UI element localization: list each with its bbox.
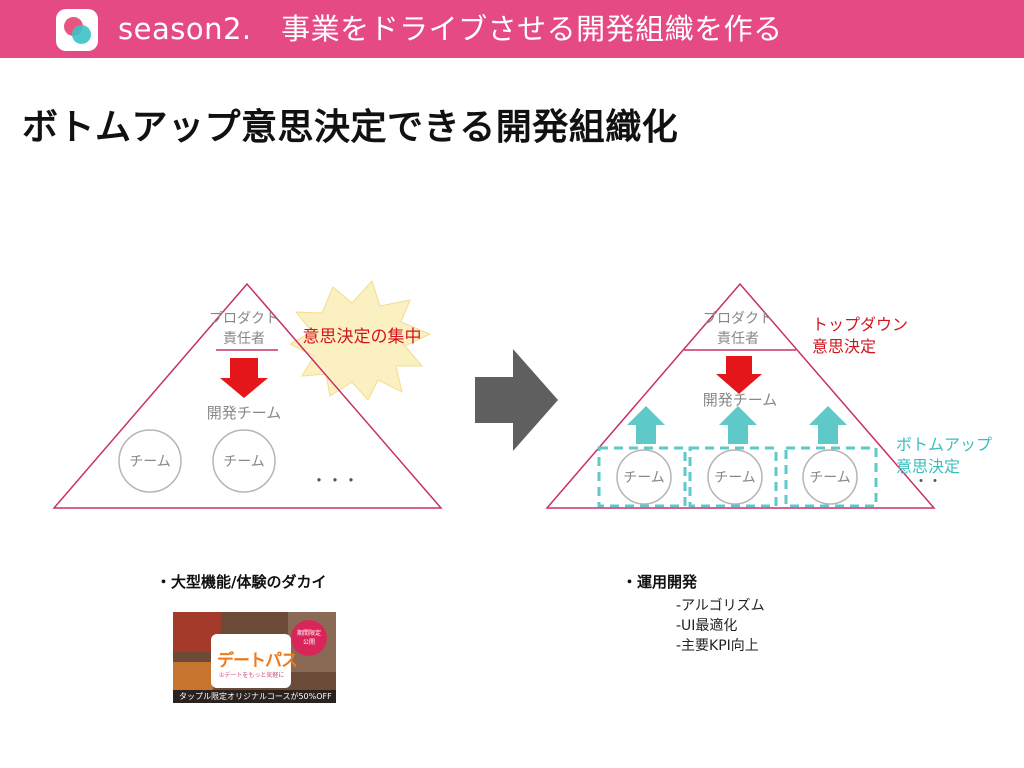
bottom-up-label-line2: 意思決定 [896, 457, 960, 476]
left-ellipsis: ・・・ [311, 471, 359, 490]
burst-callout-text: 意思決定の集中 [303, 327, 422, 347]
header-bar: season2. 事業をドライブさせる開発組織を作る [0, 0, 1024, 58]
bottom-up-label-line1: ボトムアップ [896, 435, 992, 454]
right-top-role-line2: 責任者 [717, 331, 759, 347]
team-dashed-box-3 [784, 446, 878, 508]
right-pyramid-outline [545, 282, 936, 509]
right-team-circle-1 [616, 449, 672, 505]
banner-card [211, 634, 291, 688]
right-top-role-line1: プロダクト [703, 311, 773, 327]
left-top-role-line1: プロダクト [209, 311, 279, 327]
burst-shape [288, 280, 432, 401]
banner-bottom-text: タップル限定オリジナルコースが50%OFF [179, 692, 332, 701]
right-team-circle-3 [802, 449, 858, 505]
left-team-label-2: チーム [223, 454, 265, 470]
up-arrow-icon-3 [809, 406, 847, 444]
left-middle-label: 開発チーム [207, 404, 282, 422]
left-pyramid: 意思決定の集中 プロダクト 責任者 開発チーム チーム チーム ・・・ [52, 280, 443, 509]
left-pyramid-outline [52, 282, 443, 509]
subitem-algorithm: -アルゴリズム [676, 598, 765, 614]
banner-logo-sub: ①デートをもっと気軽に [219, 672, 285, 679]
left-top-role-line2: 責任者 [223, 331, 265, 347]
right-pyramid: プロダクト 責任者 トップダウン 意思決定 開発チーム チーム チーム チーム … [545, 282, 992, 509]
slide-title: ボトムアップ意思決定できる開発組織化 [22, 107, 679, 148]
right-ellipsis: ・・ [914, 474, 942, 490]
banner-badge: 期間限定 公開 [291, 620, 327, 656]
top-down-label-line1: トップダウン [812, 315, 908, 334]
up-arrow-icon-1 [627, 406, 665, 444]
right-middle-label: 開発チーム [703, 391, 778, 409]
subitem-ui-optimization: -UI最適化 [676, 618, 738, 634]
up-arrow-icon-2 [719, 406, 757, 444]
right-team-label-3: チーム [809, 470, 851, 486]
right-bullet: ・運用開発 [622, 573, 698, 591]
right-down-arrow-icon [716, 356, 762, 394]
banner-bottom-bar [173, 690, 336, 703]
left-down-arrow-icon [220, 358, 268, 398]
team-dashed-box-2 [688, 446, 778, 508]
banner-badge-line2: 公開 [302, 639, 315, 646]
food-photo [173, 662, 213, 694]
right-team-label-2: チーム [714, 470, 756, 486]
right-team-circle-2 [707, 449, 763, 505]
right-team-label-1: チーム [623, 470, 665, 486]
right-bullet-subitems: -アルゴリズム -UI最適化 -主要KPI向上 [676, 596, 765, 656]
banner-logo: デートパス [217, 651, 298, 671]
left-bullet: ・大型機能/体験のダカイ [156, 573, 327, 591]
datepass-banner-image: デートパス ①デートをもっと気軽に 期間限定 公開 タップル限定オリジナルコース… [173, 612, 336, 703]
transition-arrow-icon [475, 349, 558, 451]
banner-badge-line1: 期間限定 [296, 630, 321, 637]
subitem-kpi: -主要KPI向上 [676, 638, 759, 654]
top-down-label-line2: 意思決定 [812, 337, 876, 356]
left-team-label-1: チーム [129, 454, 171, 470]
team-dashed-box-1 [597, 446, 687, 508]
header-title: season2. 事業をドライブさせる開発組織を作る [118, 12, 783, 46]
app-logo-icon [56, 9, 98, 51]
left-team-circle-2 [212, 429, 276, 493]
left-team-circle-1 [118, 429, 182, 493]
